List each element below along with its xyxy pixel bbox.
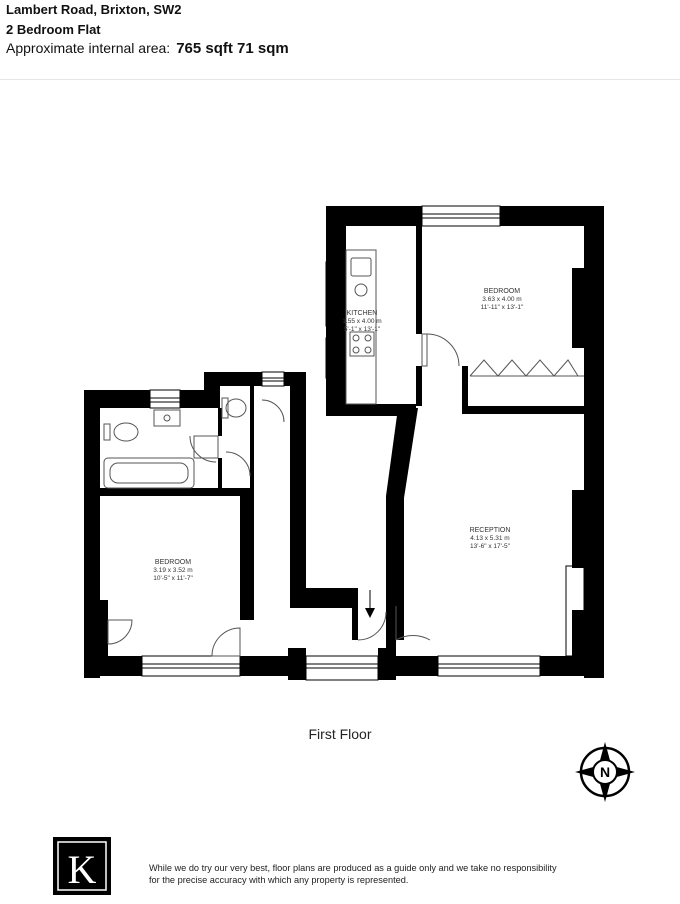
toilet-icon (113, 422, 139, 442)
fixtures (103, 249, 584, 657)
wall-bedroom-lower-left (100, 600, 108, 656)
kitchen-metric: 1.55 x 4.00 m (342, 318, 381, 325)
wall-front-left-seg (396, 656, 438, 676)
area-line: Approximate internal area: 765 sqft 71 sq… (6, 40, 289, 57)
wall-kitchen-bedroom-partition (416, 226, 422, 334)
wall-top-kitchen (326, 206, 422, 226)
kitchen-door (421, 333, 428, 367)
disclaimer-line-1: While we do try our very best, floor pla… (149, 863, 557, 873)
room-labels: KITCHEN 1.55 x 4.00 m 5'-1" x 13'-1" BED… (153, 288, 524, 582)
wall-right-thick2 (572, 490, 584, 568)
wall-wc-top-right (284, 372, 306, 386)
bedroom-front-imperial: 10'-5" x 11'-7" (153, 575, 193, 582)
basin-icon (153, 409, 181, 427)
bathroom-door-swing (189, 435, 217, 463)
window-bedroom-front (141, 655, 241, 677)
window-reception-side (565, 565, 585, 657)
area-value: 765 sqft 71 sqm (176, 40, 289, 57)
wall-wc-partition-low (218, 458, 222, 488)
agency-logo: K (53, 837, 111, 895)
wall-kitchen-bottom (326, 404, 416, 416)
wc-toilet-icon (225, 398, 247, 418)
wall-wc-top-left (204, 372, 262, 386)
kitchen-name: KITCHEN (347, 310, 378, 317)
wall-reception-left (386, 408, 418, 640)
wall-front-bay-left (288, 648, 306, 680)
compass-icon: N (575, 742, 635, 802)
bathroom-door-frame (193, 435, 219, 459)
kitchen-worktop (345, 249, 377, 405)
bedroom-front-name: BEDROOM (155, 559, 191, 566)
property-address: Lambert Road, Brixton, SW2 (6, 2, 182, 17)
header-divider (0, 79, 680, 80)
wall-front-bay-right (378, 648, 396, 680)
wall-kitchen-left (326, 206, 346, 406)
wall-bedroom-notch (462, 366, 468, 412)
window-bathroom (149, 389, 181, 409)
bedroom-cupboard-door (107, 619, 133, 645)
wall-bath-top-left (84, 390, 150, 408)
reception-metric: 4.13 x 5.31 m (470, 535, 509, 542)
wall-hall-jamb (352, 588, 358, 640)
entrance-door-swing (357, 611, 387, 641)
bedroom-rear-imperial: 11'-11" x 13'-1" (481, 304, 524, 311)
wall-left (84, 390, 100, 678)
reception-door-swing (395, 634, 431, 641)
disclaimer-line-2: for the precise accuracy with which any … (149, 875, 409, 885)
bath-icon (103, 457, 195, 489)
wall-bedroom-bottom-left (84, 656, 142, 676)
wall-right-thick3 (572, 610, 584, 656)
walls (84, 206, 604, 680)
compass-letter: N (600, 764, 610, 780)
wall-bath-bottom (100, 488, 240, 496)
area-label: Approximate internal area: (6, 40, 171, 56)
hob-icon (349, 331, 375, 357)
wardrobe-doors (469, 359, 579, 377)
property-type: 2 Bedroom Flat (6, 22, 101, 37)
kitchen-imperial: 5'-1" x 13'-1" (344, 326, 381, 333)
logo-letter: K (68, 847, 97, 892)
wall-wc-partition (218, 408, 222, 436)
wall-right (584, 206, 604, 678)
bedroom-rear-metric: 3.63 x 4.00 m (482, 296, 521, 303)
bedroom-rear-name: BEDROOM (484, 288, 520, 295)
wall-front-mid (240, 656, 292, 676)
wall-right-thick1 (572, 268, 584, 348)
wall-bedroom-right (240, 488, 254, 620)
bedroom-front-door (211, 627, 241, 657)
wall-hall-left (290, 374, 306, 608)
window-wc (261, 371, 285, 387)
wall-front-right-seg (540, 656, 604, 676)
reception-name: RECEPTION (470, 527, 511, 534)
kitchen-door-swing (426, 333, 460, 367)
windows (141, 205, 585, 681)
bedroom-front-metric: 3.19 x 3.52 m (153, 567, 192, 574)
wall-hall-bottom (290, 588, 354, 608)
wall-bedroom-bottom (462, 406, 584, 414)
wall-top-bedroom-right (500, 206, 604, 226)
reception-imperial: 13'-6" x 17'-5" (470, 543, 511, 550)
landing-door-swing (225, 451, 251, 477)
wall-kitchen-bedroom-partition-low (416, 366, 422, 406)
sink-icon (350, 257, 372, 277)
wc-door-swing (261, 399, 285, 423)
floor-label: First Floor (308, 726, 372, 742)
wall-landing-partition (250, 384, 254, 488)
sink-bowl-icon (354, 283, 368, 297)
window-reception (437, 655, 541, 677)
window-bedroom-top (421, 205, 501, 227)
disclaimer: While we do try our very best, floor pla… (149, 862, 557, 886)
